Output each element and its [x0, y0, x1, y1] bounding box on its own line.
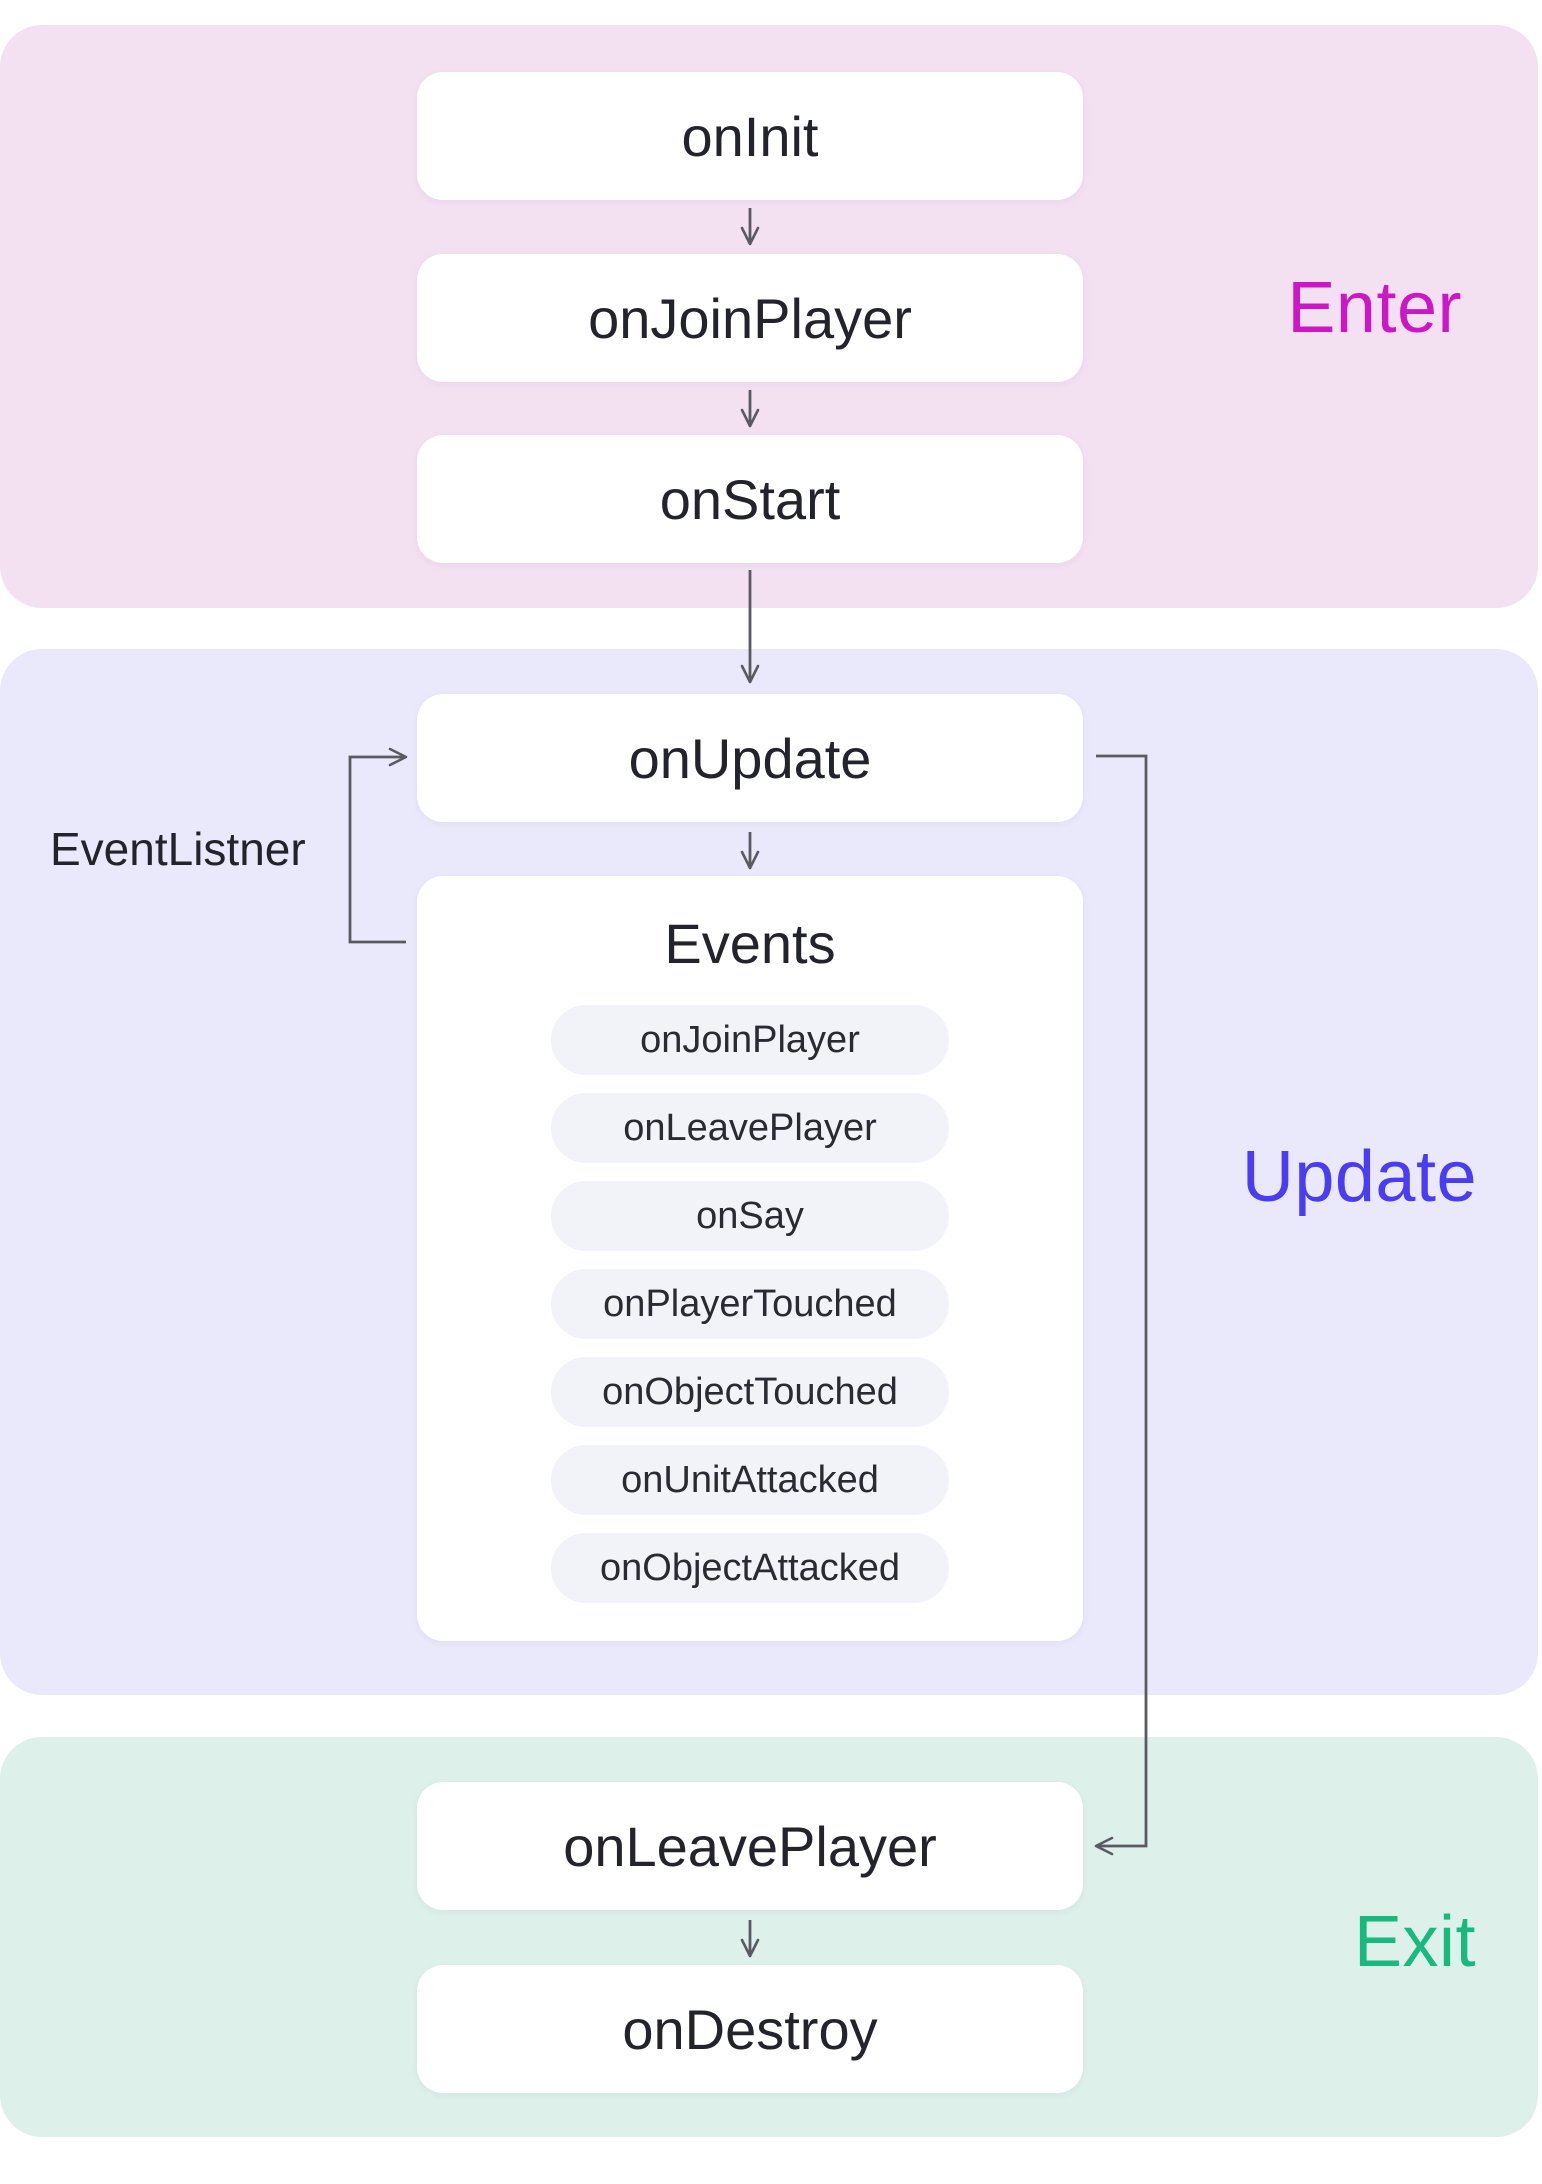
event-item: onUnitAttacked	[551, 1445, 949, 1515]
event-item: onObjectAttacked	[551, 1533, 949, 1603]
event-item: onLeavePlayer	[551, 1093, 949, 1163]
event-item: onJoinPlayer	[551, 1005, 949, 1075]
event-item: onObjectTouched	[551, 1357, 949, 1427]
node-onstart: onStart	[417, 435, 1083, 563]
phase-label-exit: Exit	[1353, 1902, 1476, 1982]
node-onupdate: onUpdate	[417, 694, 1083, 822]
event-listener-label: EventListner	[50, 823, 306, 875]
event-item: onSay	[551, 1181, 949, 1251]
node-onleaveplayer: onLeavePlayer	[417, 1782, 1083, 1910]
phase-label-update: Update	[1241, 1137, 1477, 1217]
events-title: Events	[664, 912, 836, 975]
node-oninit: onInit	[417, 72, 1083, 200]
phase-label-enter: Enter	[1287, 268, 1462, 348]
node-ondestroy: onDestroy	[417, 1965, 1083, 2093]
event-item: onPlayerTouched	[551, 1269, 949, 1339]
node-onjoinplayer: onJoinPlayer	[417, 254, 1083, 382]
events-box: Events onJoinPlayer onLeavePlayer onSay …	[417, 876, 1083, 1641]
